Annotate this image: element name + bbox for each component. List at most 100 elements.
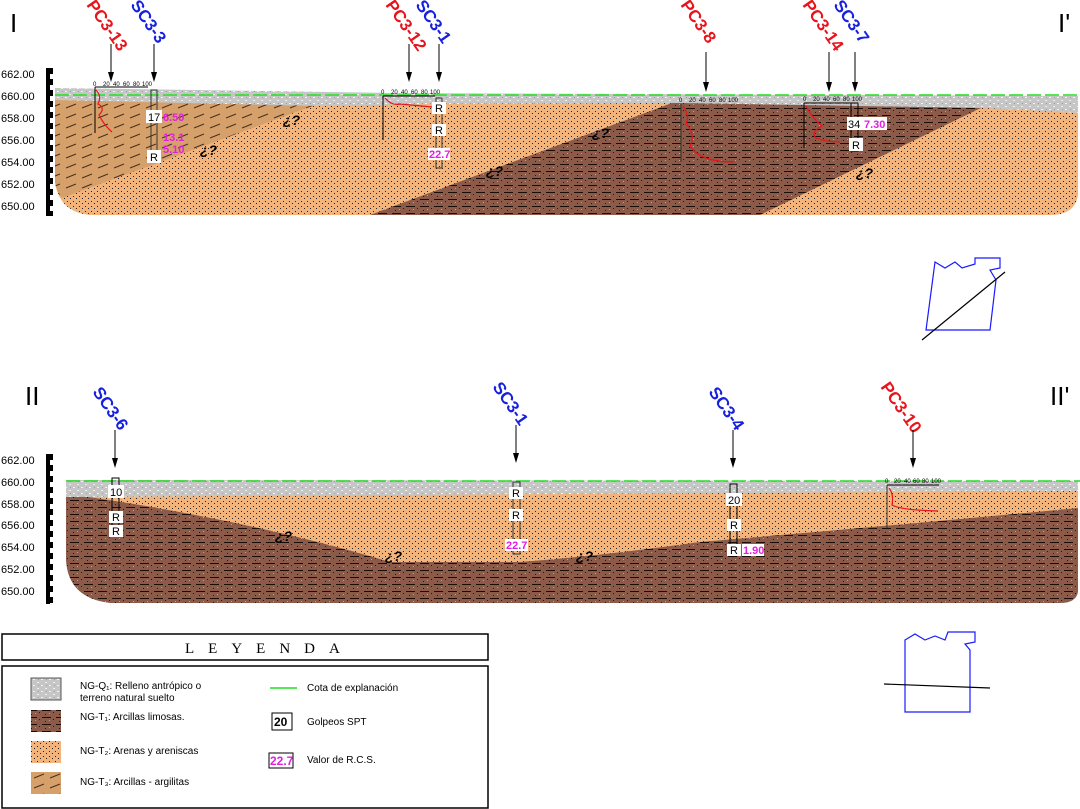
scale-tick: 40 — [904, 479, 911, 485]
scale-tick: 60 — [913, 479, 920, 485]
scale-tick: 60 — [411, 90, 418, 96]
elevation-tick: 662.00 — [1, 455, 35, 467]
borehole-label: SC3-6 — [89, 383, 132, 433]
legend-rcs-sample: 22.7 — [270, 754, 294, 768]
scale-tick: 20 — [689, 98, 696, 104]
uncertain-contact-mark: ¿? — [275, 528, 293, 544]
spt-value: 17 — [148, 112, 160, 124]
scale-tick: 100 — [430, 90, 441, 96]
rock-mark: R — [112, 512, 120, 524]
elevation-tick: 660.00 — [1, 91, 35, 103]
uncertain-contact-mark: ¿? — [385, 548, 403, 564]
scale-tick: 20 — [813, 97, 820, 103]
legend-swatch-ng-t2 — [31, 741, 61, 763]
section-end-label: I' — [1058, 8, 1070, 38]
scale-tick: 80 — [133, 82, 140, 88]
scale-tick: 40 — [113, 82, 120, 88]
unit-ng-t3 — [55, 96, 318, 198]
scale-tick: 60 — [709, 98, 716, 104]
elevation-axis: 662.00 660.00 658.00 656.00 654.00 652.0… — [1, 454, 53, 604]
section-end-label: II' — [1050, 381, 1069, 411]
scale-tick: 60 — [833, 97, 840, 103]
legend-label: NG-T₃: Arcillas - argilitas — [80, 777, 189, 788]
scale-tick: 0 — [885, 479, 889, 485]
scale-tick: 40 — [699, 98, 706, 104]
rock-mark: R — [512, 488, 520, 500]
legend-label: terreno natural suelto — [80, 693, 175, 704]
rcs-value: 1.90 — [743, 545, 764, 557]
legend-swatch-ng-t3 — [31, 772, 61, 794]
rcs-value: 22.7 — [429, 149, 450, 161]
section-ii: II II' 662.00 660.00 658.00 656.00 654.0… — [1, 378, 1080, 604]
borehole-label: PC3-13 — [83, 0, 132, 55]
legend-rcs-box — [268, 752, 294, 769]
scale-tick: 100 — [852, 97, 863, 103]
scale-tick: 100 — [142, 82, 153, 88]
scale-tick: 0 — [93, 82, 97, 88]
elevation-tick: 650.00 — [1, 586, 35, 598]
borehole-label: SC3-3 — [127, 0, 170, 47]
elevation-tick: 654.00 — [1, 157, 35, 169]
scale-tick: 60 — [123, 82, 130, 88]
borehole-label: SC3-4 — [705, 383, 749, 434]
unit-ng-t1 — [370, 100, 985, 215]
rcs-value: 13.1 — [163, 132, 184, 144]
scale-tick: 40 — [401, 90, 408, 96]
rcs-value: 6.50 — [163, 112, 184, 124]
elevation-tick: 658.00 — [1, 113, 35, 125]
legend-title: LEYENDA — [185, 641, 354, 657]
elevation-axis: 662.00 660.00 658.00 656.00 654.00 652.0… — [1, 68, 53, 216]
spt-value: 10 — [110, 487, 122, 499]
elevation-tick: 662.00 — [1, 69, 35, 81]
scale-tick: 0 — [679, 98, 683, 104]
elevation-tick: 658.00 — [1, 499, 35, 511]
scale-tick: 0 — [803, 97, 807, 103]
rock-mark: R — [730, 545, 738, 557]
scale-tick: 80 — [922, 479, 929, 485]
rock-mark: R — [730, 520, 738, 532]
elevation-tick: 650.00 — [1, 201, 35, 213]
legend-spt-sample: 20 — [274, 715, 288, 729]
borehole-label: PC3-10 — [877, 378, 926, 436]
unit-ng-q — [66, 480, 1078, 497]
spt-value: 20 — [728, 495, 740, 507]
elevation-tick: 654.00 — [1, 542, 35, 554]
scale-tick: 100 — [931, 479, 942, 485]
site-plan-key-ii — [883, 631, 991, 713]
spt-value: 34 — [848, 119, 860, 131]
legend-label: Valor de R.C.S. — [307, 755, 376, 766]
rock-mark: R — [435, 103, 443, 115]
scale-tick: 0 — [381, 90, 385, 96]
rcs-value: 5.10 — [163, 144, 184, 156]
uncertain-contact-mark: ¿? — [576, 548, 594, 564]
elevation-tick: 656.00 — [1, 520, 35, 532]
scale-tick: 40 — [823, 97, 830, 103]
borehole-label: SC3-1 — [489, 378, 532, 428]
uncertain-contact-mark: ¿? — [283, 112, 301, 128]
rock-mark: R — [512, 510, 520, 522]
section-start-label: I — [10, 8, 17, 38]
legend-spt-box — [271, 712, 293, 731]
unit-ng-t2 — [66, 490, 1078, 562]
legend-label: Golpeos SPT — [307, 717, 366, 728]
legend-label: NG-T₂: Arenas y areniscas — [80, 746, 198, 757]
scale-tick: 80 — [719, 98, 726, 104]
legend-label: NG-Q₁: Relleno antrópico o — [80, 681, 202, 692]
scale-tick: 20 — [391, 90, 398, 96]
rock-mark: R — [150, 152, 158, 164]
uncertain-contact-mark: ¿? — [856, 165, 874, 181]
scale-tick: 20 — [103, 82, 110, 88]
uncertain-contact-mark: ¿? — [486, 163, 504, 179]
legend-swatch-ng-q — [30, 677, 62, 701]
elevation-tick: 652.00 — [1, 179, 35, 191]
section-i: I I' 662.00 660.00 658.00 656.00 654.00 … — [1, 0, 1080, 216]
rcs-value: 7.30 — [864, 119, 885, 131]
scale-tick: 20 — [894, 479, 901, 485]
scale-tick: 100 — [728, 98, 739, 104]
scale-tick: 80 — [421, 90, 428, 96]
rcs-value: 22.7 — [506, 540, 527, 552]
uncertain-contact-mark: ¿? — [592, 125, 610, 141]
scale-tick: 80 — [843, 97, 850, 103]
